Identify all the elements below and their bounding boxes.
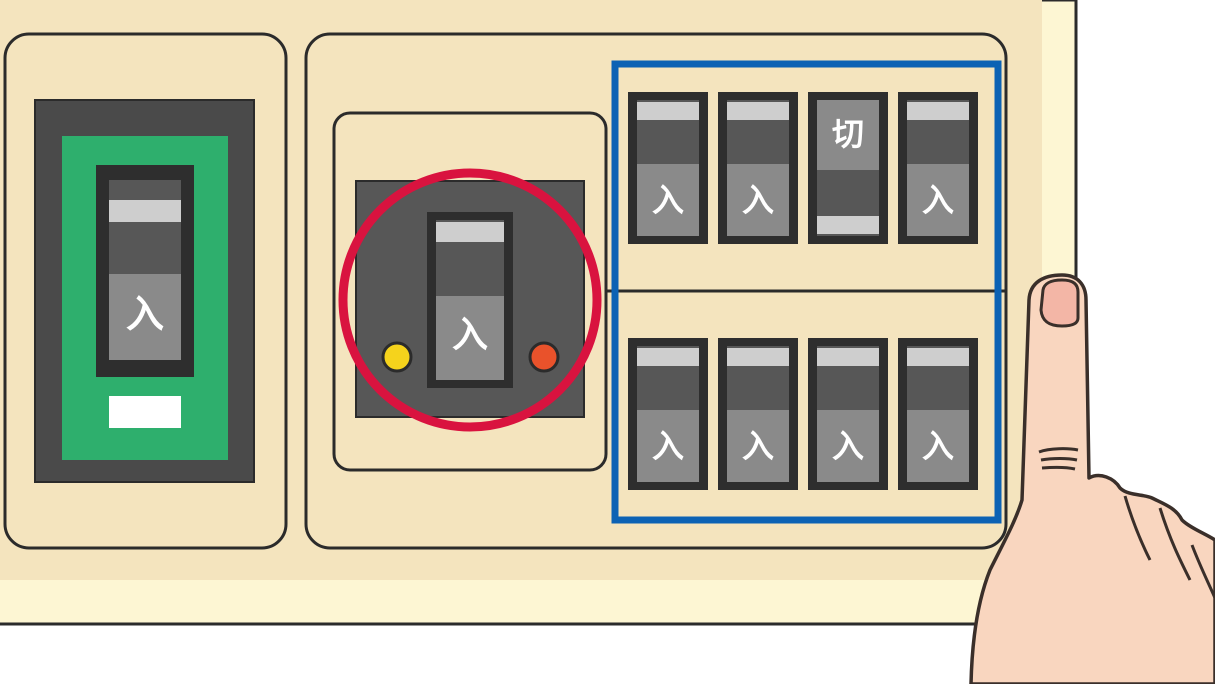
- branch-breaker-label: 入: [832, 427, 864, 465]
- pointing-hand-illustration: [969, 273, 1215, 684]
- branch-breaker-switch[interactable]: 切: [808, 92, 888, 244]
- main-breaker-name-card: [109, 396, 181, 428]
- branch-breaker-switch[interactable]: 入: [898, 92, 978, 244]
- test-indicator-red: [528, 341, 560, 373]
- branch-breaker-switch[interactable]: 入: [718, 92, 798, 244]
- branch-breaker-label: 入: [922, 427, 954, 465]
- branch-breaker-switch[interactable]: 入: [628, 92, 708, 244]
- main-breaker-switch[interactable]: 入: [96, 165, 194, 377]
- branch-breaker-switch[interactable]: 入: [628, 338, 708, 490]
- earth-leakage-breaker-label: 入: [452, 315, 488, 356]
- branch-breaker-switch[interactable]: 入: [808, 338, 888, 490]
- branch-breaker-label: 切: [832, 115, 864, 153]
- branch-breaker-switch[interactable]: 入: [898, 338, 978, 490]
- branch-breaker-label: 入: [922, 181, 954, 219]
- branch-breaker-label: 入: [742, 181, 774, 219]
- main-breaker-label: 入: [126, 292, 164, 336]
- branch-breaker-label: 入: [652, 181, 684, 219]
- test-indicator-yellow: [381, 341, 413, 373]
- earth-leakage-breaker-switch[interactable]: 入: [427, 212, 513, 388]
- branch-breakers: 入入切入入入入入: [628, 92, 978, 490]
- branch-breaker-label: 入: [652, 427, 684, 465]
- earth-leakage-highlight-circle: [338, 168, 602, 432]
- branch-highlight-frame: [611, 60, 1002, 524]
- branch-breaker-switch[interactable]: 入: [718, 338, 798, 490]
- branch-breaker-label: 入: [742, 427, 774, 465]
